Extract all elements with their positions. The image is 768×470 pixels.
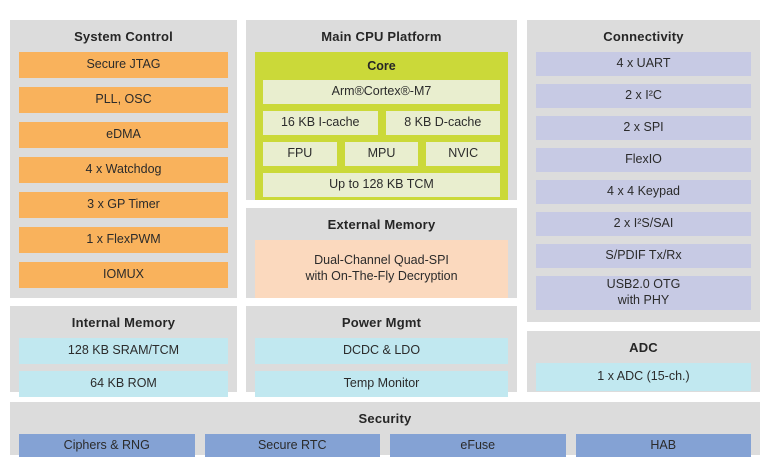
block-dcache: 8 KB D-cache [385, 111, 500, 135]
block-i2c: 2 x I²C [536, 84, 751, 108]
section-title-power-mgmt: Power Mgmt [341, 315, 422, 330]
block-efuse: eFuse [390, 434, 566, 457]
section-title-security: Security [358, 411, 412, 426]
block-fpu: FPU [263, 142, 337, 166]
block-usb-otg: USB2.0 OTG with PHY [536, 276, 751, 310]
fpu-mpu-nvic-row: FPU MPU NVIC [263, 142, 501, 166]
block-uart: 4 x UART [536, 52, 751, 76]
connectivity-blocks: 4 x UART 2 x I²C 2 x SPI FlexIO 4 x 4 Ke… [536, 52, 751, 310]
block-secure-rtc: Secure RTC [204, 434, 380, 457]
section-system-control: System Control Secure JTAG PLL, OSC eDMA… [10, 20, 237, 298]
section-adc: ADC 1 x ADC (15-ch.) [527, 331, 760, 392]
block-spi: 2 x SPI [536, 116, 751, 140]
section-title-external-memory: External Memory [327, 217, 436, 232]
block-flexio: FlexIO [536, 148, 751, 172]
block-iomux: IOMUX [19, 262, 228, 288]
block-spdif: S/PDIF Tx/Rx [536, 244, 751, 268]
block-edma: eDMA [19, 122, 228, 148]
system-control-blocks: Secure JTAG PLL, OSC eDMA 4 x Watchdog 3… [19, 52, 228, 288]
block-adc: 1 x ADC (15-ch.) [536, 363, 751, 391]
section-main-cpu-platform: Main CPU Platform Core Arm®Cortex®-M7 16… [246, 20, 517, 200]
block-secure-jtag: Secure JTAG [19, 52, 228, 78]
block-watchdog: 4 x Watchdog [19, 157, 228, 183]
section-title-connectivity: Connectivity [603, 29, 684, 44]
section-title-main-cpu-platform: Main CPU Platform [321, 29, 442, 44]
power-mgmt-blocks: DCDC & LDO Temp Monitor [255, 338, 508, 397]
block-arm-cortex-m7: Arm®Cortex®-M7 [263, 80, 500, 104]
core-container: Core Arm®Cortex®-M7 16 KB I-cache 8 KB D… [255, 52, 508, 200]
block-hab: HAB [575, 434, 751, 457]
security-blocks: Ciphers & RNG Secure RTC eFuse HAB [19, 434, 751, 457]
internal-memory-blocks: 128 KB SRAM/TCM 64 KB ROM [19, 338, 228, 397]
block-rom: 64 KB ROM [19, 371, 228, 397]
block-ciphers-rng: Ciphers & RNG [19, 434, 195, 457]
section-internal-memory: Internal Memory 128 KB SRAM/TCM 64 KB RO… [10, 306, 237, 397]
block-quad-spi: Dual-Channel Quad-SPI with On-The-Fly De… [255, 240, 508, 298]
block-tcm: Up to 128 KB TCM [263, 173, 500, 197]
section-connectivity: Connectivity 4 x UART 2 x I²C 2 x SPI Fl… [527, 20, 760, 322]
block-temp-monitor: Temp Monitor [255, 371, 508, 397]
block-icache: 16 KB I-cache [263, 111, 378, 135]
section-title-adc: ADC [629, 340, 658, 355]
block-i2s-sai: 2 x I²S/SAI [536, 212, 751, 236]
block-dcdc-ldo: DCDC & LDO [255, 338, 508, 364]
block-mpu: MPU [344, 142, 419, 166]
section-external-memory: External Memory Dual-Channel Quad-SPI wi… [246, 208, 517, 298]
core-title: Core [367, 59, 396, 73]
section-power-mgmt: Power Mgmt DCDC & LDO Temp Monitor [246, 306, 517, 397]
section-title-internal-memory: Internal Memory [71, 315, 176, 330]
block-pll-osc: PLL, OSC [19, 87, 228, 113]
cache-row: 16 KB I-cache 8 KB D-cache [263, 111, 500, 135]
block-gp-timer: 3 x GP Timer [19, 192, 228, 218]
section-title-system-control: System Control [74, 29, 173, 44]
block-flexpwm: 1 x FlexPWM [19, 227, 228, 253]
block-nvic: NVIC [426, 142, 501, 166]
block-keypad: 4 x 4 Keypad [536, 180, 751, 204]
section-security: Security Ciphers & RNG Secure RTC eFuse … [10, 402, 760, 457]
block-sram-tcm: 128 KB SRAM/TCM [19, 338, 228, 364]
